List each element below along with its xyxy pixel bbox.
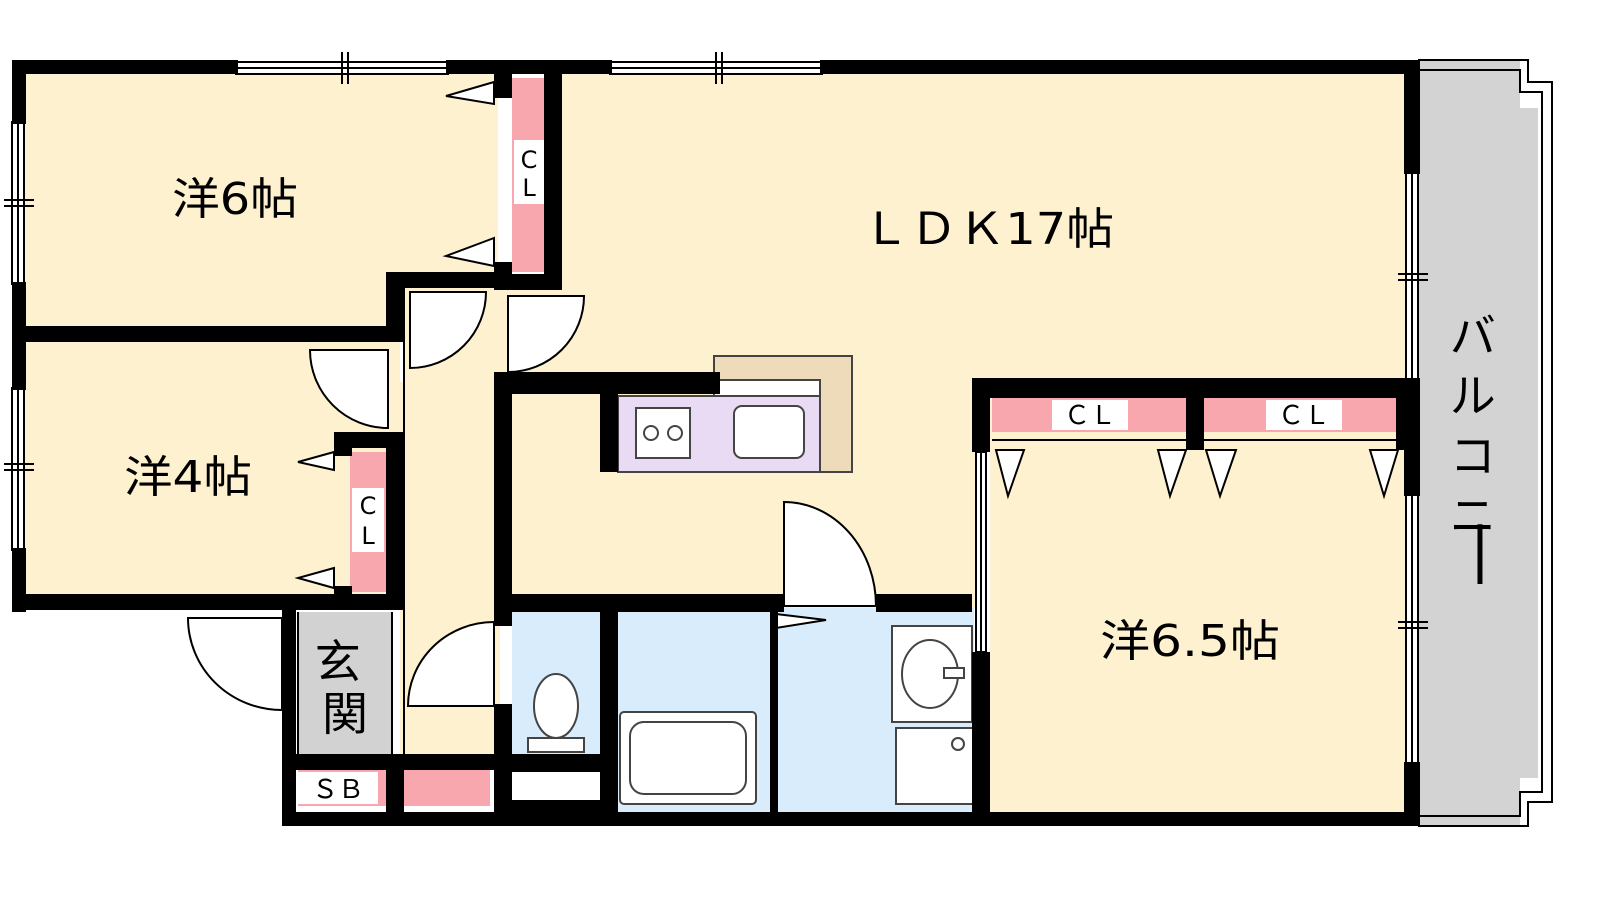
room-labels: 洋6帖 ＬＤＫ17帖 洋4帖 洋6.5帖 <box>124 174 1280 667</box>
counter-edge <box>713 379 821 397</box>
room-ldk-floor <box>560 72 1418 388</box>
fixtures <box>527 625 975 805</box>
door-toilet <box>406 620 495 707</box>
closet-65-right-label-bg <box>1266 400 1342 430</box>
label-western-6-5: 洋6.5帖 <box>1100 616 1280 667</box>
balcony-char-2: ル <box>1450 369 1496 423</box>
drain-icon <box>951 737 965 751</box>
closet-4-label-l: L <box>361 522 375 550</box>
closet-6-label-bg <box>514 140 544 204</box>
entrance-char-1: 玄 <box>315 635 361 689</box>
closet-4-label-c: C <box>360 492 377 520</box>
faucet-icon <box>943 667 965 679</box>
corridor-floor <box>400 382 500 770</box>
toilet-tank-icon <box>527 737 585 753</box>
room-western-6-5-floor <box>990 396 1414 816</box>
toilet-bowl-icon <box>533 673 579 739</box>
kitchen <box>617 355 853 473</box>
door-kitchen-washroom <box>783 500 878 607</box>
door-ldk <box>507 295 586 374</box>
door-hall-left <box>409 291 488 370</box>
closet-door-marks <box>294 80 1400 590</box>
label-entrance: 玄 関 <box>315 635 376 741</box>
closet-labels: C L C L ＣＬ ＣＬ ＳＢ <box>312 146 1330 805</box>
closets <box>298 78 1400 808</box>
balcony-char-4: ニ <box>1450 489 1496 543</box>
door-western-4 <box>308 349 389 430</box>
burner-right-icon <box>667 425 683 441</box>
balcony-char-5: | <box>1470 515 1490 585</box>
balcony-rail-outer <box>1418 59 1553 827</box>
burner-left-icon <box>643 425 659 441</box>
balcony-char-1: バ <box>1450 309 1496 363</box>
entrance-char-2: 関 <box>322 687 368 741</box>
closet-6-label-l: L <box>522 174 536 202</box>
walls <box>12 60 1420 826</box>
closet-65-left-label: ＣＬ <box>1064 401 1116 431</box>
closet-6-label-c: C <box>521 146 538 174</box>
closet-65-right-label: ＣＬ <box>1278 401 1330 431</box>
balcony <box>1418 59 1553 827</box>
balcony-floor <box>1418 60 1538 826</box>
balcony-char-3: コ <box>1450 429 1496 483</box>
shoe-box-label-bg <box>298 772 378 804</box>
sink-icon <box>733 405 805 459</box>
shoe-box-label: ＳＢ <box>312 775 364 805</box>
entrance-floor <box>298 612 392 756</box>
label-balcony: バ ル コ ニ | <box>1450 309 1511 585</box>
bathtub-inner <box>629 721 747 795</box>
label-western-6: 洋6帖 <box>172 174 298 225</box>
closet-65-left-label-bg <box>1052 400 1128 430</box>
label-ldk-17: ＬＤＫ17帖 <box>862 204 1114 255</box>
closet-4-label-bg <box>352 488 384 552</box>
balcony-rail-inner <box>1418 69 1543 817</box>
door-front <box>186 617 283 712</box>
doors <box>186 291 878 712</box>
label-western-4: 洋4帖 <box>124 452 252 503</box>
thin-lines <box>297 288 405 754</box>
windows <box>4 52 1428 765</box>
